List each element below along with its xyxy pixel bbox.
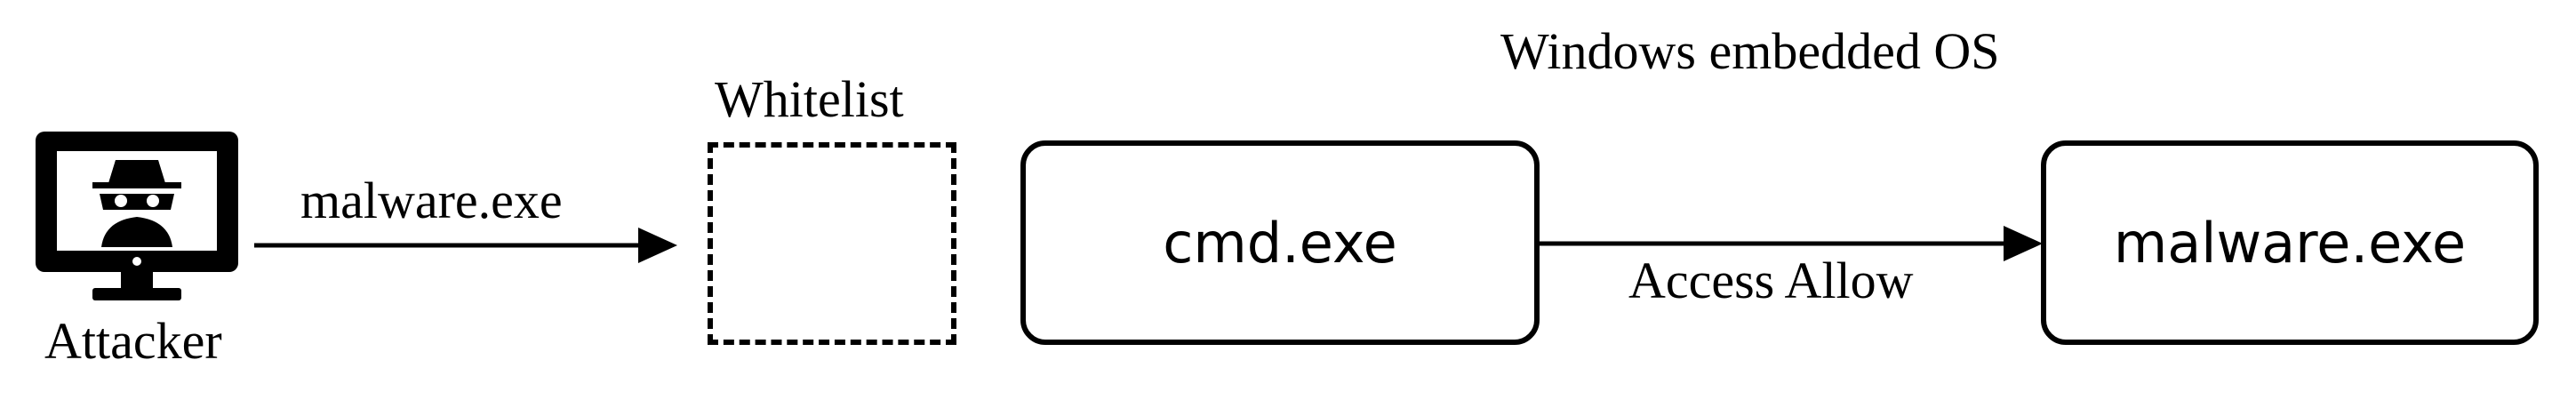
arrow-cmd-to-malware bbox=[1538, 226, 2043, 261]
cmd-process-label: cmd.exe bbox=[1163, 210, 1397, 276]
cmd-process-box: cmd.exe bbox=[1020, 140, 1540, 345]
arrow-attacker-to-whitelist bbox=[254, 228, 677, 263]
attacker-label: Attacker bbox=[44, 312, 222, 370]
spy-computer-icon bbox=[36, 132, 238, 300]
malware-process-label: malware.exe bbox=[2113, 210, 2467, 276]
os-label: Windows embedded OS bbox=[1500, 22, 2000, 80]
whitelist-label: Whitelist bbox=[715, 70, 904, 128]
arrow-label-access-allow: Access Allow bbox=[1628, 252, 1914, 309]
arrow-label-malware: malware.exe bbox=[300, 172, 563, 229]
malware-process-box: malware.exe bbox=[2041, 140, 2539, 345]
whitelist-box bbox=[708, 142, 956, 345]
